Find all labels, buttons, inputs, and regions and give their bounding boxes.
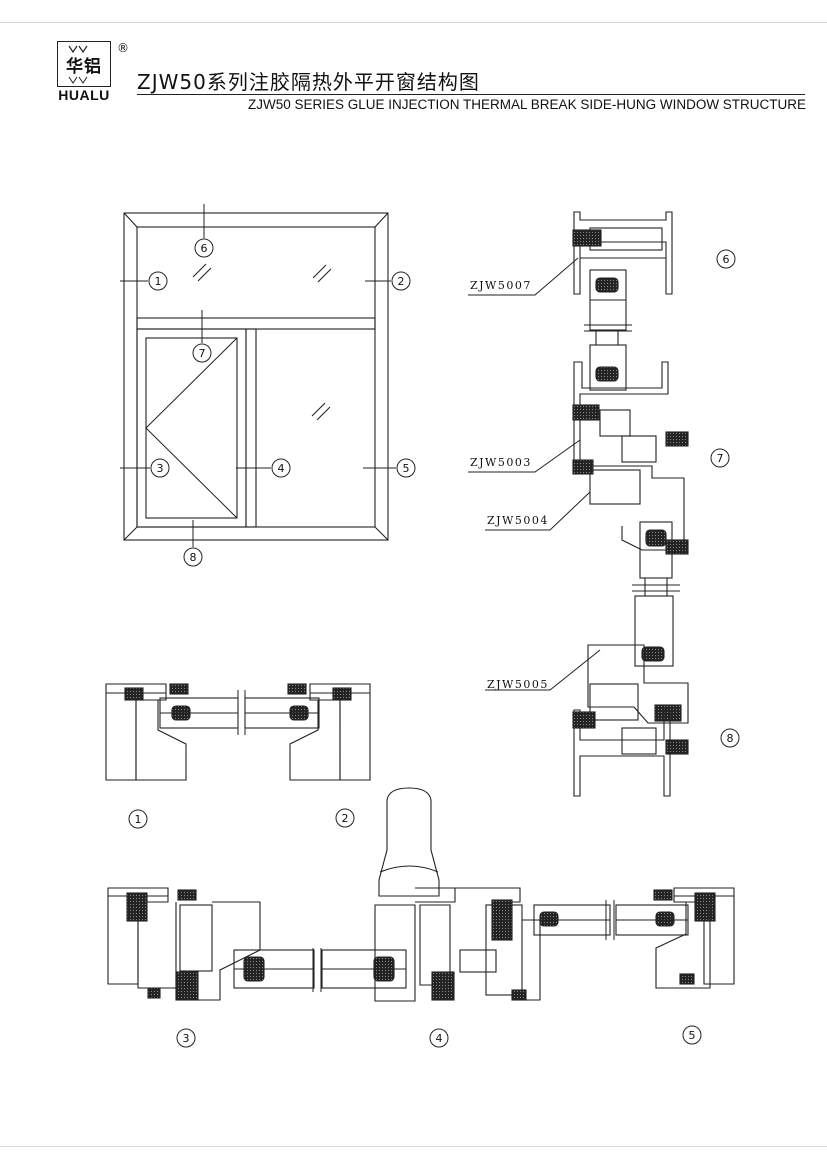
section-3-4-5 xyxy=(107,787,735,1002)
callout-circle xyxy=(194,238,214,258)
section-callout-2: 2 xyxy=(342,812,349,825)
elevation-callout-2: 2 xyxy=(398,275,405,288)
profile-label-zjw5004: ZJW5004 xyxy=(487,514,549,527)
sash-profile xyxy=(588,465,685,551)
profile-label-zjw5005: ZJW5005 xyxy=(487,678,549,691)
bottom-margin-rule xyxy=(0,1146,827,1147)
elevation-callout-3: 3 xyxy=(157,462,164,475)
elevation-callout-8: 8 xyxy=(190,551,197,564)
section-callout-3: 3 xyxy=(183,1032,190,1045)
elevation-callout-6: 6 xyxy=(201,242,208,255)
logo-english-name: HUALU xyxy=(58,87,110,103)
logo-frame xyxy=(57,41,111,87)
elevation-callout-5: 5 xyxy=(403,462,410,475)
section-callout-8: 8 xyxy=(727,732,734,745)
bottom-sash-profile xyxy=(587,644,689,724)
page-title-chinese: ZJW50系列注胶隔热外平开窗结构图 xyxy=(137,70,480,94)
section-1-2-break xyxy=(237,690,246,735)
section-callout-1: 1 xyxy=(135,813,142,826)
title-underline xyxy=(137,94,805,95)
sill-profile xyxy=(573,709,671,797)
elevation-callout-4: 4 xyxy=(278,462,285,475)
registered-mark: ® xyxy=(117,41,129,55)
opening-indicator xyxy=(145,337,238,519)
page-title-english: ZJW50 SERIES GLUE INJECTION THERMAL BREA… xyxy=(248,97,807,112)
handle-outline xyxy=(378,787,440,897)
section-3-5-breaks xyxy=(312,900,615,992)
sash-glass xyxy=(145,337,238,519)
profile-label-zjw5003: ZJW5003 xyxy=(470,456,532,469)
break-marks xyxy=(584,324,680,592)
top-frame-profile xyxy=(573,211,673,295)
section-callout-6: 6 xyxy=(723,253,730,266)
section-1-2 xyxy=(105,683,371,781)
transom xyxy=(136,317,376,330)
profile-leaders xyxy=(468,257,601,691)
section-callout-4: 4 xyxy=(436,1032,443,1045)
outer-frame xyxy=(123,212,389,541)
section-callout-7: 7 xyxy=(717,452,724,465)
company-logo: 华铝 HUALU xyxy=(47,41,119,105)
logo-wing-icon xyxy=(68,45,88,54)
sash-frame xyxy=(136,328,247,528)
profile-label-zjw5007: ZJW5007 xyxy=(470,279,532,292)
logo-wing-icon-bottom xyxy=(68,76,88,84)
elevation-callouts xyxy=(120,204,416,567)
window-elevation xyxy=(123,212,389,541)
elevation-callout-1: 1 xyxy=(155,275,162,288)
mullion xyxy=(245,328,257,528)
logo-chinese-name: 华铝 xyxy=(66,57,102,77)
vertical-section-callouts xyxy=(710,249,740,748)
top-margin-rule xyxy=(0,22,827,23)
section-callout-5: 5 xyxy=(689,1029,696,1042)
elevation-callout-7: 7 xyxy=(199,347,206,360)
vertical-section xyxy=(572,211,689,797)
